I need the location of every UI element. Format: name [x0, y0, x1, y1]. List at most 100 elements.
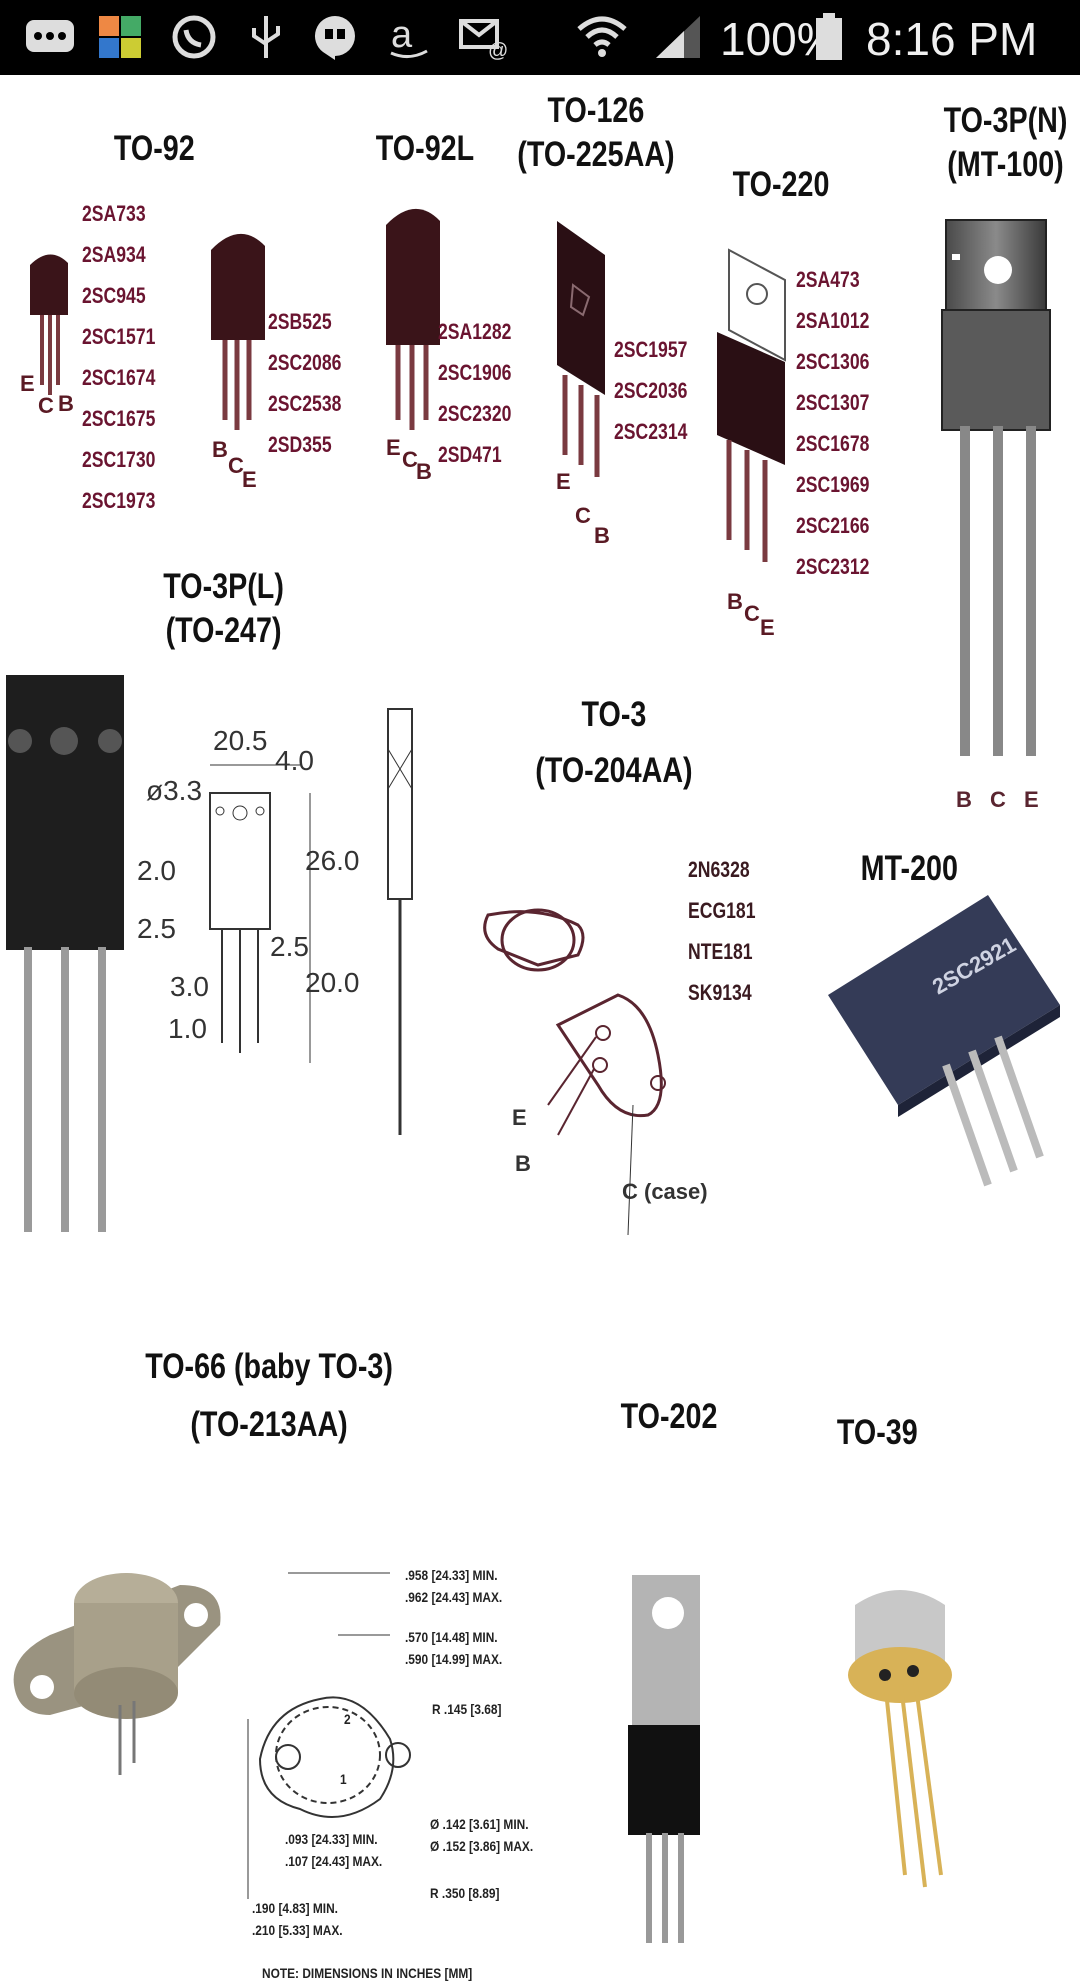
to3pn-drawing: [941, 219, 1051, 756]
battery-icon: [814, 13, 844, 60]
clock: 8:16 PM: [866, 13, 1038, 65]
part-number: 2SC2036: [614, 378, 688, 403]
to92-pin-c: C: [38, 393, 54, 418]
to66-dim-r350: R .350 [8.89]: [430, 1885, 500, 1901]
part-number: 2SC1969: [796, 472, 870, 497]
part-number: 2SC1906: [438, 360, 512, 385]
to3pl-dimension-drawing: [209, 764, 311, 1063]
part-number: 2SC2312: [796, 554, 870, 579]
to66-dim-958: .958 [24.33] MIN.: [405, 1567, 498, 1583]
mt200-photo: 2SC2921: [828, 895, 1060, 1187]
to92l-pin-b: B: [416, 459, 432, 484]
part-number: NTE181: [688, 939, 753, 964]
to3pn-pin-c: C: [990, 787, 1006, 812]
part-number: 2SC1957: [614, 337, 688, 362]
to220-pin-e: E: [760, 615, 775, 640]
to66-dim-190: .190 [4.83] MIN.: [252, 1900, 338, 1916]
dim-20-0: 20.0: [305, 967, 360, 998]
to92b-pin-c: C: [228, 453, 244, 478]
dim-2-5-left: 2.5: [137, 913, 176, 944]
to92-pin-b: B: [58, 391, 74, 416]
to3-label-line1: TO-3: [581, 695, 647, 734]
to3-drawing: [483, 908, 666, 1236]
to66-dim-590: .590 [14.99] MAX.: [405, 1651, 503, 1667]
to126-label: TO-126 (TO-225AA): [517, 89, 674, 177]
amazon-icon: a: [384, 14, 434, 60]
to126-pin-e: E: [556, 469, 571, 494]
part-number: 2SC1674: [82, 365, 156, 390]
to3-pin-c-case: C (case): [622, 1179, 708, 1204]
part-number: 2SC1730: [82, 447, 156, 472]
to3pn-label-line1: TO-3P(N): [943, 101, 1068, 140]
to202-label: TO-202: [620, 1397, 718, 1436]
to66-dimension-drawing: [247, 1572, 411, 1899]
transistor-packages-image: TO-92 TO-92L TO-126 (TO-225AA) TO-220 TO…: [0, 75, 1080, 1981]
dim-26-0: 26.0: [305, 845, 360, 876]
to92l-label: TO-92L: [375, 129, 475, 168]
messages-icon: [22, 14, 78, 60]
to126-label-line2: (TO-225AA): [517, 134, 675, 174]
to3pl-label-line1: TO-3P(L): [163, 567, 284, 606]
to92b-pin-e: E: [242, 467, 257, 492]
to92-pin-e: E: [20, 371, 35, 396]
to66-label-line2: (TO-213AA): [190, 1404, 348, 1444]
to66-label: TO-66 (baby TO-3) (TO-213AA): [145, 1345, 393, 1447]
part-number: 2SC1571: [82, 324, 156, 349]
to126-part-list: 2SC1957 2SC2036 2SC2314: [614, 329, 687, 452]
to3pl-label-line2: (TO-247): [165, 610, 282, 650]
part-number: 2SA473: [796, 267, 860, 292]
part-number: SK9134: [688, 980, 752, 1005]
to220-pin-c: C: [744, 601, 760, 626]
part-number: 2SA733: [82, 201, 146, 226]
to3-part-list: 2N6328 ECG181 NTE181 SK9134: [688, 849, 756, 1013]
email-icon: @: [456, 14, 512, 62]
dim-2-5-right: 2.5: [270, 931, 309, 962]
part-number: 2SC1678: [796, 431, 870, 456]
to3pl-label: TO-3P(L) (TO-247): [163, 565, 284, 653]
to126-pin-c: C: [575, 503, 591, 528]
to3-label: TO-3 (TO-204AA): [535, 693, 692, 793]
part-number: 2SC1973: [82, 488, 156, 513]
part-number: 2SD471: [438, 442, 502, 467]
svg-text:@: @: [488, 40, 508, 62]
to66-pin-2: 2: [344, 1711, 351, 1727]
part-number: 2SB525: [268, 309, 332, 334]
part-number: 2SA934: [82, 242, 146, 267]
to66-photo: [13, 1573, 221, 1775]
to92l-pin-c: C: [402, 447, 418, 472]
to66-note: NOTE: DIMENSIONS IN INCHES [MM]: [262, 1965, 473, 1981]
to39-label: TO-39: [836, 1413, 918, 1452]
part-number: 2SC1675: [82, 406, 156, 431]
wifi-icon: [574, 14, 630, 60]
to66-dim-107: .107 [24.43] MAX.: [285, 1853, 383, 1869]
to126-drawing: [557, 221, 605, 477]
part-number: 2SC1307: [796, 390, 870, 415]
part-number: 2SC2086: [268, 350, 342, 375]
to220-label: TO-220: [732, 165, 830, 204]
part-number: 2SC2320: [438, 401, 512, 426]
dim-3-0: 3.0: [170, 971, 209, 1002]
to92l-pin-e: E: [386, 435, 401, 460]
to3-pin-b: B: [515, 1151, 531, 1176]
part-number: 2SC945: [82, 283, 146, 308]
part-number: ECG181: [688, 898, 756, 923]
to3pn-label-line2: (MT-100): [947, 144, 1064, 184]
to92-label: TO-92: [113, 129, 195, 168]
to3pn-pin-e: E: [1024, 787, 1039, 812]
dim-1-0: 1.0: [168, 1013, 207, 1044]
to92b-part-list: 2SB525 2SC2086 2SC2538 2SD355: [268, 301, 341, 465]
mt200-label: MT-200: [860, 849, 958, 888]
to66-dim-962: .962 [24.43] MAX.: [405, 1589, 503, 1605]
part-number: 2SC1306: [796, 349, 870, 374]
to220-part-list: 2SA473 2SA1012 2SC1306 2SC1307 2SC1678 2…: [796, 259, 869, 587]
to92-part-list: 2SA733 2SA934 2SC945 2SC1571 2SC1674 2SC…: [82, 193, 155, 521]
dim-hole-3-3: ø3.3: [146, 775, 203, 806]
to202-photo: [628, 1575, 700, 1943]
part-number: 2SD355: [268, 432, 332, 457]
dim-4-0: 4.0: [275, 745, 314, 776]
status-bar: a @ 100% 8:16 PM: [0, 0, 1080, 75]
to92b-drawing: [211, 233, 265, 430]
to3pn-pin-b: B: [956, 787, 972, 812]
part-number: 2SC2166: [796, 513, 870, 538]
to66-pin-1: 1: [340, 1771, 347, 1787]
